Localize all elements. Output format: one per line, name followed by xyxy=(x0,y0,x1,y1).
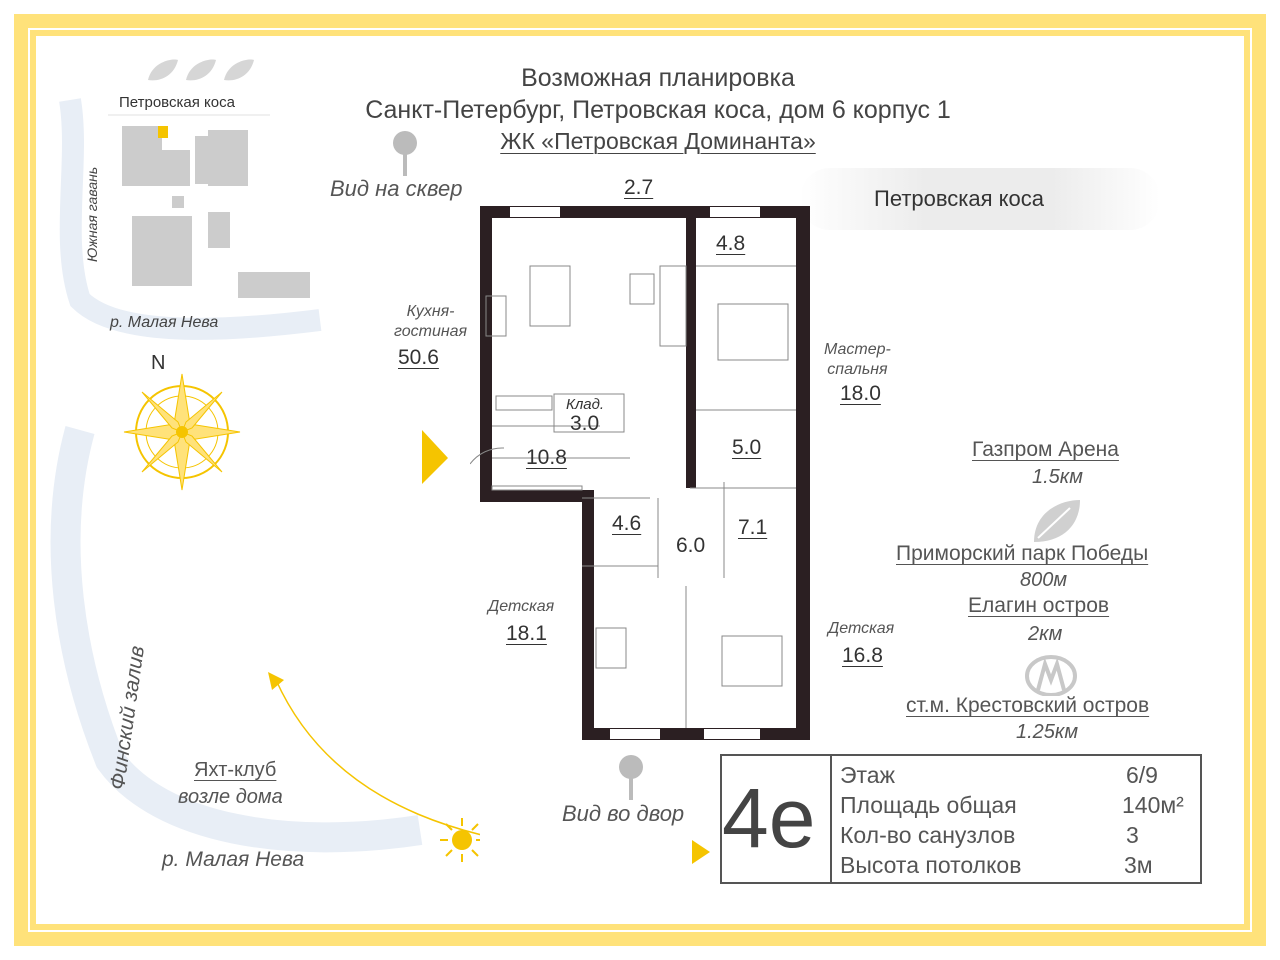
apartment-code: 4е xyxy=(722,771,816,865)
sun-icon xyxy=(440,818,480,862)
place-3-dist: 2км xyxy=(1028,623,1063,645)
harbor-label: Южная гавань xyxy=(84,166,100,262)
room-storage-label: Клад. xyxy=(566,396,605,413)
sun-path-arrow-start xyxy=(268,672,284,690)
outer-frame xyxy=(14,14,1266,946)
info-row-value: 140м² xyxy=(1122,792,1184,818)
place-1-dist: 1.5км xyxy=(1032,466,1083,488)
info-row-label: Кол-во санузлов xyxy=(840,822,1016,848)
plan-windows xyxy=(510,207,760,739)
street-label: Петровская коса xyxy=(874,186,1045,211)
room-kitchen-area: 50.6 xyxy=(398,346,439,369)
north-label: N xyxy=(151,352,166,374)
info-row-label: Площадь общая xyxy=(840,792,1017,818)
metro-icon xyxy=(1025,655,1077,696)
river-bottom-label: р. Малая Нева xyxy=(162,848,305,871)
map-area-label: Петровская коса xyxy=(119,94,235,111)
room-kids1-label: Детская xyxy=(488,598,555,615)
plan-walls xyxy=(480,206,810,740)
place-2-dist: 800м xyxy=(1020,569,1068,591)
yacht-club-link[interactable]: Яхт-клуб xyxy=(194,759,277,781)
room-bath-big-area: 7.1 xyxy=(738,516,768,539)
river-top-shape xyxy=(59,98,322,340)
leaf-icon xyxy=(1034,500,1080,542)
area-map xyxy=(50,59,480,862)
view-bottom-label: Вид во двор xyxy=(562,801,685,826)
info-row-value: 3 xyxy=(1126,822,1139,848)
room-storage-area: 3.0 xyxy=(570,412,600,435)
info-row-label: Высота потолков xyxy=(840,852,1022,878)
room-bath-mid-area: 5.0 xyxy=(732,436,762,459)
street-pill xyxy=(800,168,1160,230)
room-kitchen-label: Кухня- гостиная xyxy=(394,303,468,340)
room-kids2-label: Детская xyxy=(828,620,895,637)
leaf-icons xyxy=(148,59,254,81)
info-separator xyxy=(830,754,832,884)
entrance-arrow-icon xyxy=(422,430,448,484)
room-bath-top-area: 4.8 xyxy=(716,232,746,255)
pin-icon-bottom xyxy=(619,755,643,800)
map-buildings xyxy=(122,126,310,298)
place-1-link[interactable]: Газпром Арена xyxy=(972,438,1119,461)
place-2-link[interactable]: Приморский парк Победы xyxy=(896,542,1149,565)
info-box xyxy=(720,754,1202,884)
title-line-1: Возможная планировка xyxy=(521,64,795,92)
room-balcony-area: 2.7 xyxy=(624,176,654,199)
yacht-club-sub: возле дома xyxy=(178,786,283,808)
view-top-label: Вид на сквер xyxy=(330,176,463,201)
place-4-dist: 1.25км xyxy=(1016,721,1079,743)
plan-partitions xyxy=(470,265,796,728)
room-wc-area: 4.6 xyxy=(612,512,642,535)
room-hall-area: 10.8 xyxy=(526,446,567,469)
complex-link[interactable]: ЖК «Петровская Доминанта» xyxy=(500,128,816,154)
pin-icon-top xyxy=(393,131,417,176)
room-corridor-area: 6.0 xyxy=(676,534,706,557)
inner-frame xyxy=(30,30,1250,930)
info-row-value: 3м xyxy=(1124,852,1153,878)
info-row-label: Этаж xyxy=(840,762,895,788)
room-kids2-area: 16.8 xyxy=(842,644,883,667)
gulf-shape xyxy=(50,426,423,853)
title-line-2: Санкт-Петербург, Петровская коса, дом 6 … xyxy=(365,96,951,124)
room-kids1-area: 18.1 xyxy=(506,622,547,645)
floor-plan xyxy=(470,206,810,740)
sun-path-arrow-end xyxy=(692,840,710,864)
place-3-link[interactable]: Елагин остров xyxy=(968,594,1110,617)
river-top-label: р. Малая Нева xyxy=(110,314,219,331)
room-master-label: Мастер- спальня xyxy=(824,341,891,378)
room-master-area: 18.0 xyxy=(840,382,881,405)
compass-icon xyxy=(123,373,241,491)
info-row-value: 6/9 xyxy=(1126,762,1158,788)
building-marker xyxy=(158,126,168,138)
place-4-link[interactable]: ст.м. Крестовский остров xyxy=(906,694,1150,717)
